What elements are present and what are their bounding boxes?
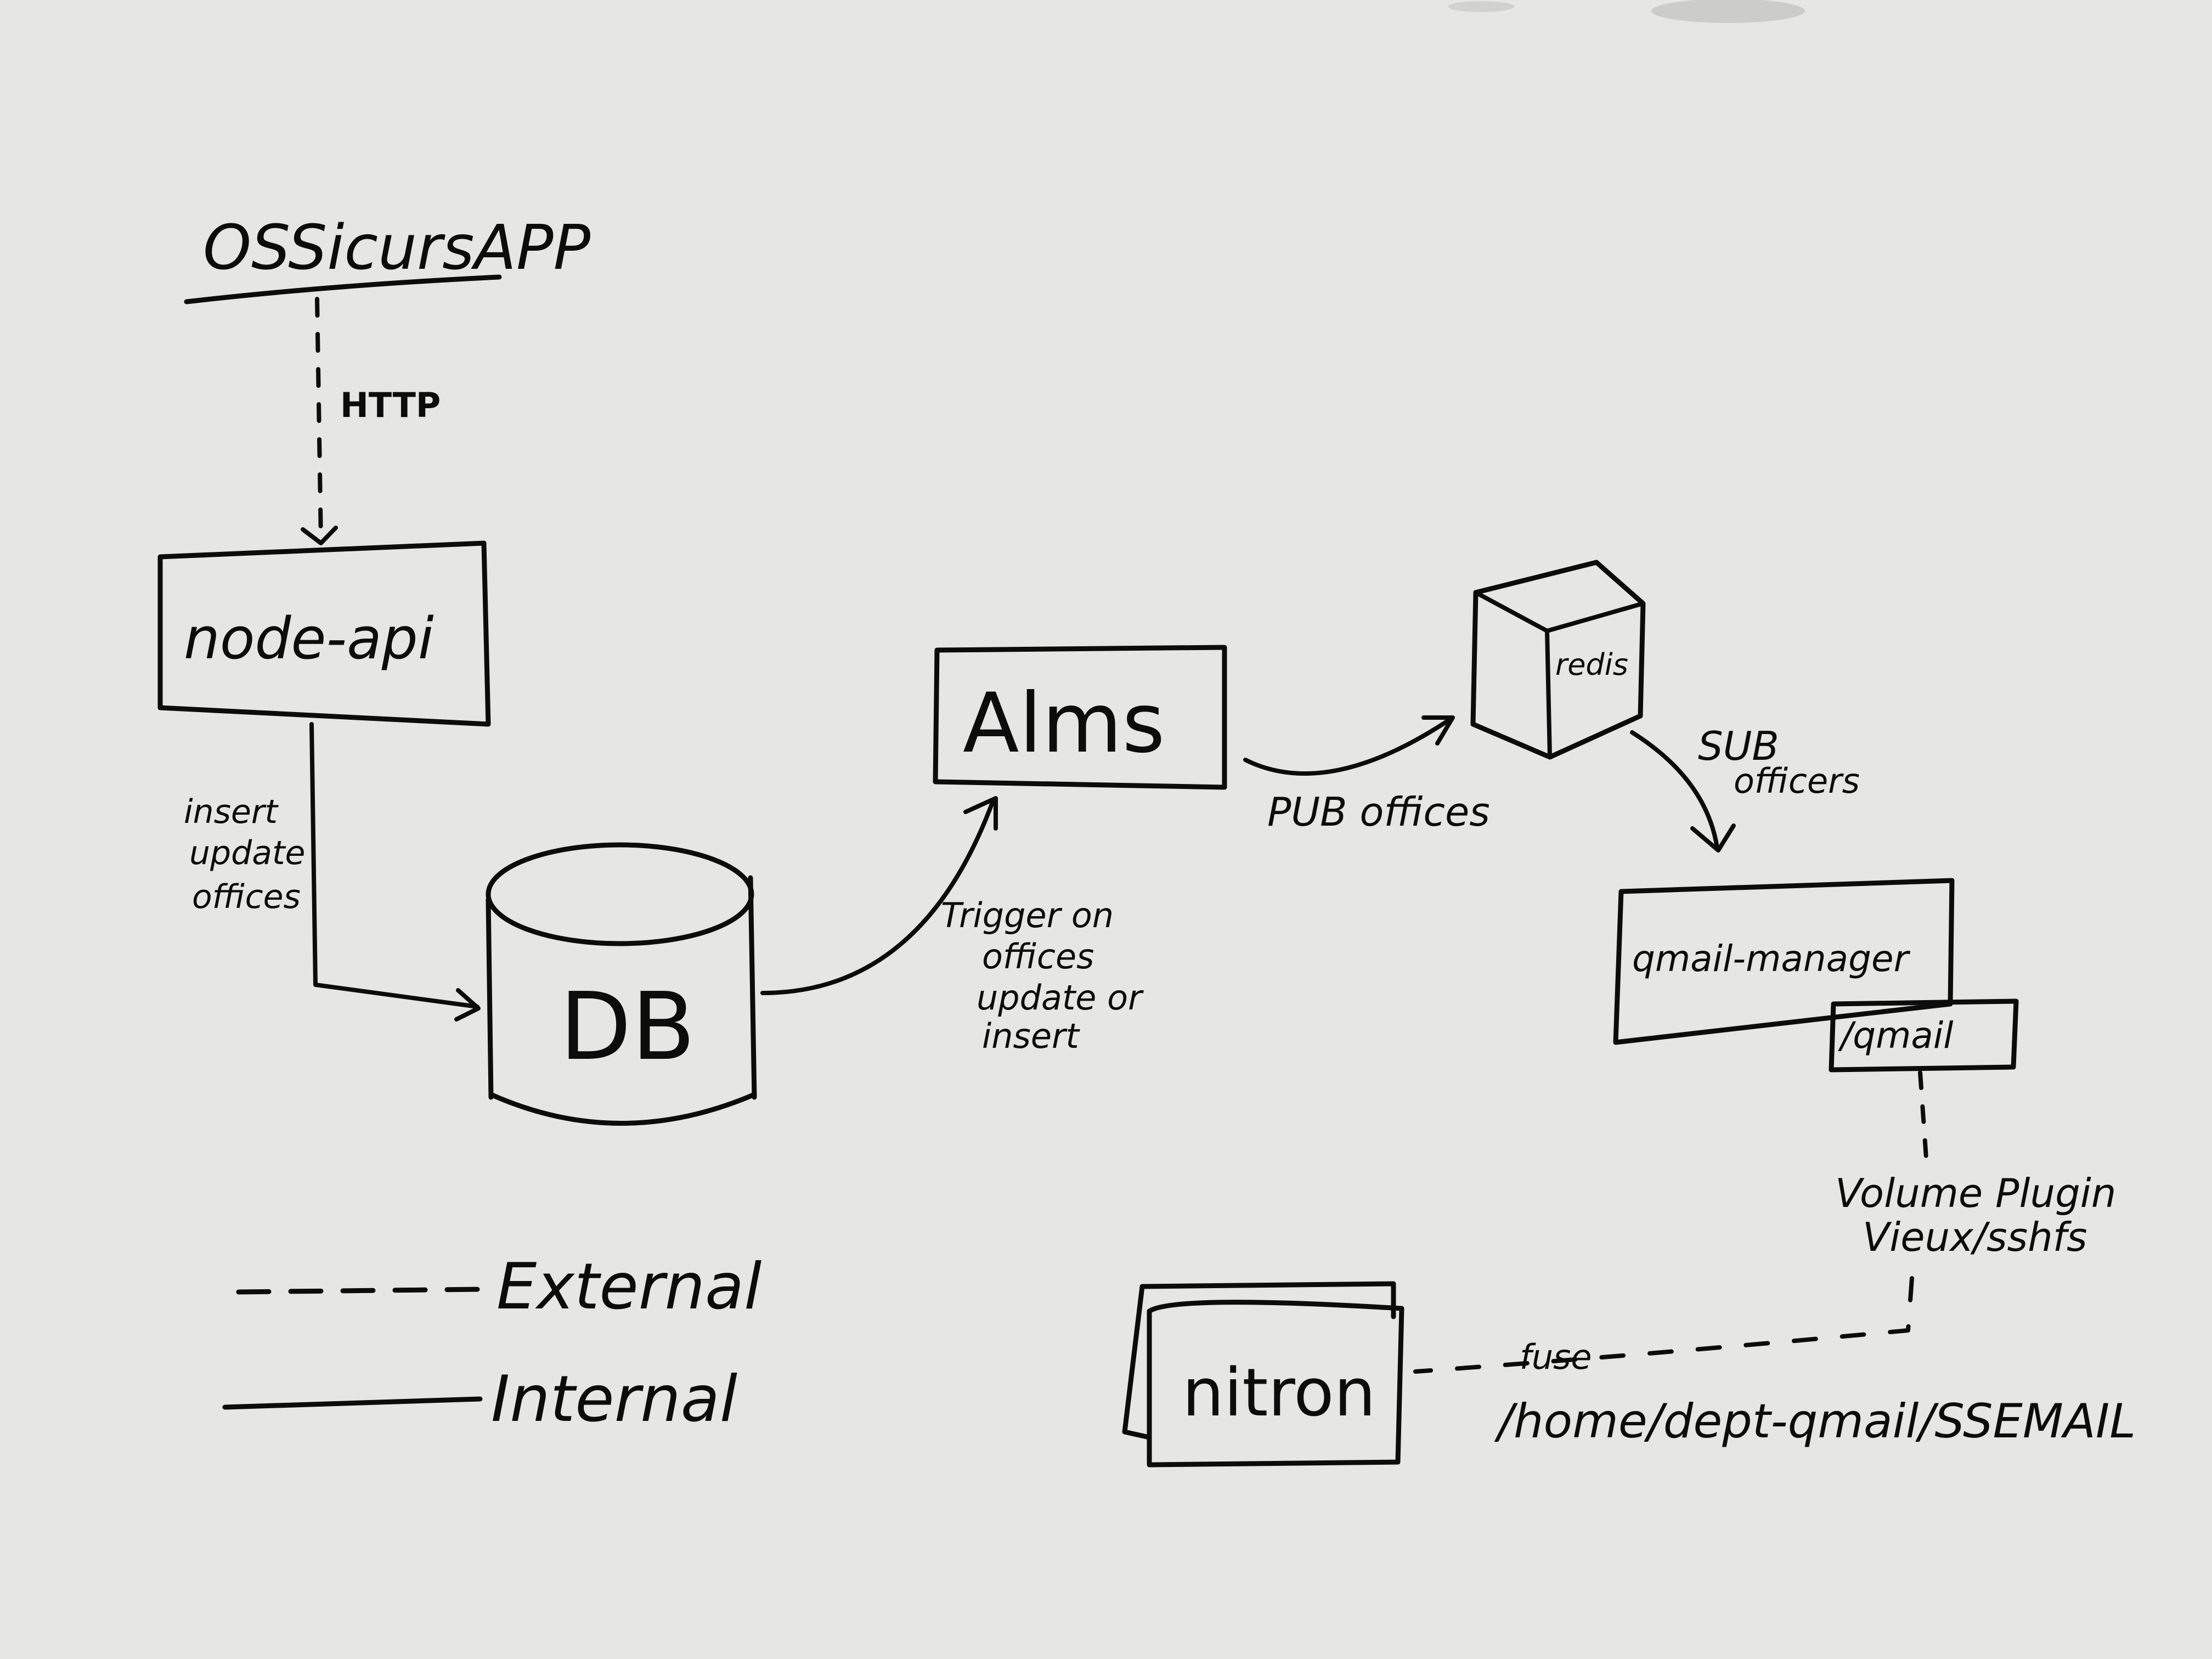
legend-external-label: External (496, 1250, 761, 1324)
qmail-mount-label: /qmail (1838, 1014, 1954, 1057)
legend: External Internal (222, 1250, 761, 1436)
redis-label: redis (1555, 647, 1628, 682)
db-to-alms-arrowhead (963, 796, 998, 831)
pub-label: PUB offices (1267, 789, 1490, 835)
qmail-manager-label: qmail-manager (1632, 938, 1911, 980)
node-api-label: node-api (184, 605, 434, 672)
svg-text:update: update (189, 834, 305, 872)
fuse-label: fuse (1520, 1337, 1592, 1377)
nitron-box: nitron (1122, 1281, 1404, 1468)
nitron-label: nitron (1182, 1355, 1376, 1431)
http-label: HTTP (340, 385, 441, 425)
svg-text:offices: offices (982, 936, 1094, 977)
legend-internal-label: Internal (491, 1362, 737, 1436)
qmail-manager-box: qmail-manager (1613, 878, 1955, 1045)
svg-text:Vieux/sshfs: Vieux/sshfs (1863, 1214, 2087, 1260)
legend-internal-line (222, 1396, 483, 1410)
db-cylinder: DB (486, 842, 757, 1126)
volume-plugin-label: Volume Plugin Vieux/sshfs (1835, 1170, 2116, 1260)
qmail-mount-box: /qmail (1829, 998, 2019, 1073)
svg-text:Volume Plugin: Volume Plugin (1835, 1170, 2116, 1216)
volume-dashed-line (1918, 1070, 1929, 1168)
redis-to-qmail-arrowhead (1690, 823, 1736, 853)
svg-text:officers: officers (1734, 761, 1860, 801)
insert-update-label: insert update offices (184, 793, 305, 916)
svg-text:insert: insert (184, 793, 279, 831)
smudge-marks (1448, 0, 1805, 23)
trigger-label: Trigger on offices update or insert (941, 895, 1144, 1056)
fuse-dashed-line (1413, 1276, 1914, 1374)
redis-cube: redis (1470, 560, 1646, 760)
svg-text:update or: update or (977, 978, 1144, 1018)
mount-path-label: /home/dept-qmail/SSEMAIL (1494, 1394, 2136, 1449)
node-api-to-db-arrowhead (454, 988, 481, 1022)
title-underline (184, 274, 502, 304)
sub-label: SUB officers (1698, 723, 1860, 801)
alms-box: Alms (933, 645, 1227, 790)
svg-text:SUB: SUB (1698, 723, 1779, 769)
http-arrowhead (301, 526, 338, 545)
node-api-box: node-api (157, 540, 491, 727)
node-api-to-db-line (309, 722, 479, 1009)
svg-text:offices: offices (192, 878, 301, 916)
alms-to-redis-arrow (1243, 716, 1453, 776)
alms-to-redis-arrowhead (1421, 715, 1455, 746)
svg-text:Trigger on: Trigger on (941, 895, 1114, 935)
svg-text:insert: insert (982, 1016, 1080, 1056)
redis-to-qmail-arrow (1630, 730, 1719, 850)
db-label: DB (560, 973, 696, 1081)
db-to-alms-arrow (760, 799, 995, 995)
app-title: OSSicursAPP (203, 212, 591, 284)
alms-label: Alms (963, 676, 1165, 771)
http-dashed-line (315, 297, 323, 543)
legend-external-line (236, 1286, 486, 1295)
